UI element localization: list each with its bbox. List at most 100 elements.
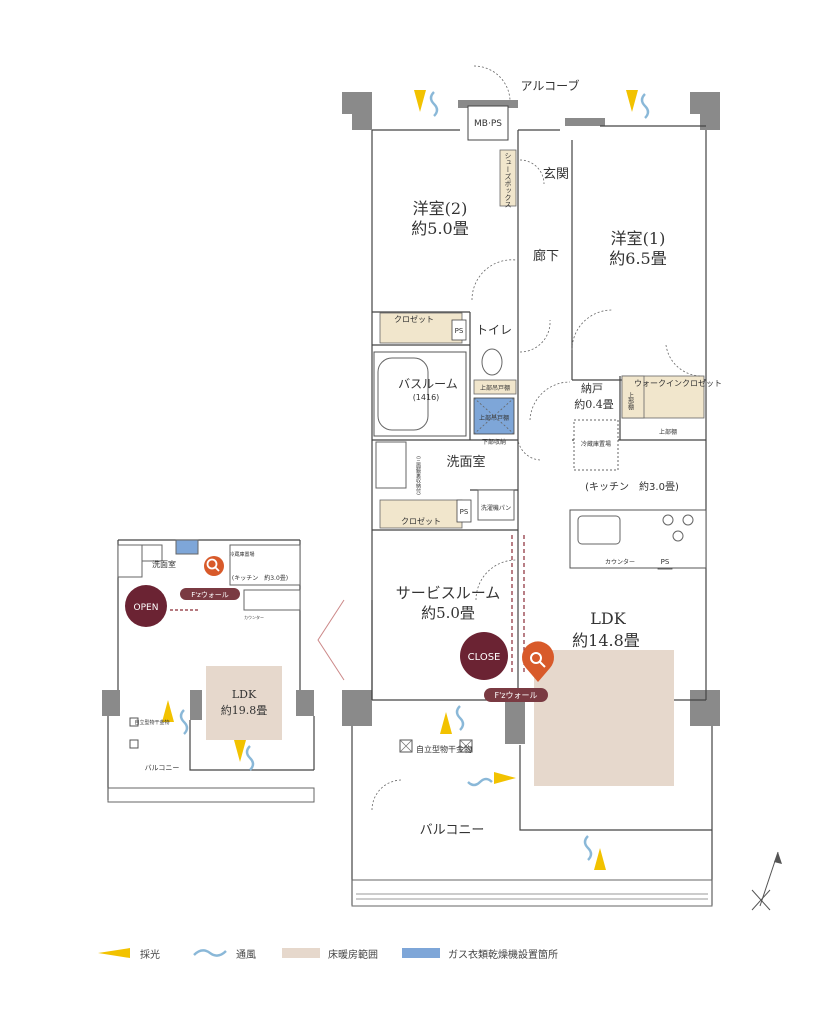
door-swing (519, 159, 545, 185)
storage-size-label: 約0.4畳 (574, 397, 614, 411)
daylight-icon (98, 948, 130, 958)
compass-icon (751, 851, 782, 911)
inset-fz-wall-tag: F'zウォール (180, 588, 240, 600)
ps-box (456, 499, 472, 523)
inset-washroom-label: 洗面室 (152, 559, 176, 569)
daylight-icon (494, 772, 516, 784)
floor-heating-swatch (282, 948, 320, 958)
balcony-rail (351, 879, 713, 907)
toilet-label: トイレ (476, 323, 512, 337)
door-swing (665, 344, 701, 377)
balcony-label: バルコニー (420, 823, 485, 838)
ldk-name: LDK (590, 609, 626, 628)
magnifier-icon[interactable] (521, 641, 554, 682)
fridge-space (573, 419, 619, 471)
washer-pan (477, 489, 515, 521)
upper-cab-label: 上部棚 (627, 391, 634, 411)
door-swing (571, 309, 613, 351)
stove-burner (662, 514, 674, 526)
upper-shelf2-label: 上部吊戸棚 (479, 414, 509, 422)
shoes-box-label: シューズボックス (504, 152, 512, 208)
inset-pointer (317, 599, 345, 681)
closet-label: クロゼット (394, 314, 434, 324)
hallway-label: 廊下 (533, 248, 559, 264)
wall-segment (342, 690, 372, 726)
legend: 採光 通風 床暖房範囲 ガス衣類乾燥機設置箇所 (0, 944, 831, 964)
legend-label: ガス衣類乾燥機設置箇所 (448, 949, 558, 961)
drying-rack-icon (399, 739, 473, 753)
fz-wall-line (511, 535, 525, 672)
toilet-bowl (481, 348, 503, 376)
entrance-label: 玄関 (543, 167, 569, 182)
wall-line (519, 745, 712, 831)
room1-size: 約6.5畳 (609, 249, 666, 268)
upper-shelf-box (621, 375, 645, 419)
wall-line (372, 311, 471, 440)
gas-dryer-swatch (402, 948, 440, 958)
fz-wall-label: F'zウォール (495, 691, 538, 700)
ventilation-icon (429, 90, 439, 118)
close-badge[interactable]: CLOSE (460, 632, 508, 680)
gas-dryer-cross (473, 397, 515, 435)
inset-ldk-size: 約19.8畳 (221, 703, 268, 717)
room2-name: 洋室(2) (413, 199, 468, 218)
lower-storage-label: 下部収納 (482, 438, 506, 446)
wall-segment (342, 92, 372, 114)
bath-size-label: (1416) (413, 393, 440, 402)
ldk-size: 約14.8畳 (572, 631, 640, 650)
legend-label: 通風 (236, 949, 256, 961)
closet-label: クロゼット (401, 516, 441, 526)
inset-magnifier-icon[interactable] (204, 556, 224, 576)
alcove-label: アルコーブ (521, 78, 580, 93)
door-swing (529, 381, 571, 421)
ps-label: PS (661, 558, 670, 566)
ventilation-icon (640, 92, 650, 120)
wall-segment (690, 92, 720, 114)
shoes-box (499, 149, 517, 207)
floor-plan: MB·PS シューズボックス (102, 65, 782, 911)
inset-fz-wall-label: F'zウォール (191, 591, 229, 599)
service-room-name: サービスルーム (396, 584, 501, 602)
wall-segment (505, 700, 525, 744)
daylight-icon (414, 90, 426, 112)
inset-drying-rack-label: 自立型物干金物 (134, 719, 169, 726)
fridge-label: 冷蔵庫置場 (581, 440, 611, 448)
wall-segment (565, 118, 605, 126)
ps-label: PS (460, 508, 469, 516)
door-swing (519, 319, 551, 353)
mbps-box (467, 105, 509, 141)
open-badge[interactable]: OPEN (125, 585, 167, 627)
stove-burner (672, 530, 684, 542)
daylight-icon (626, 90, 638, 112)
counter-label: カウンター (605, 558, 635, 566)
wall-segment (352, 110, 372, 130)
ps-box (451, 319, 467, 341)
close-badge-label: CLOSE (468, 652, 501, 663)
wall-line (372, 125, 706, 131)
door-swing (471, 259, 517, 301)
washroom-label: 洗面室 (446, 454, 485, 470)
sink (577, 515, 621, 545)
kitchen-label: (キッチン 約3.0畳) (585, 480, 679, 493)
balcony-rail-line (356, 893, 708, 900)
legend-item-floor-heating: 床暖房範囲 (282, 944, 378, 962)
bathroom-label: バスルーム (398, 377, 458, 391)
mbps-label: MB·PS (474, 119, 502, 129)
wall-line (351, 726, 713, 905)
door-swing (473, 65, 511, 101)
ventilation-icon (193, 949, 227, 957)
door-swing (517, 439, 541, 461)
upper-cabinet-toilet (473, 379, 517, 395)
upper-cab-label: 上部棚 (659, 428, 677, 436)
legend-label: 採光 (140, 949, 160, 961)
storage-label: 納戸 (581, 382, 603, 395)
legend-label: 床暖房範囲 (328, 949, 378, 961)
legend-item-ventilation: 通風 (192, 944, 256, 962)
bathtub (377, 357, 429, 431)
legend-item-daylight: 採光 (96, 944, 160, 962)
ventilation-icon (455, 704, 465, 732)
daylight-icon (594, 848, 606, 870)
door-swing (371, 779, 403, 811)
inset-fridge-label: 冷蔵庫置場 (229, 551, 254, 558)
wall-segment (700, 110, 720, 130)
